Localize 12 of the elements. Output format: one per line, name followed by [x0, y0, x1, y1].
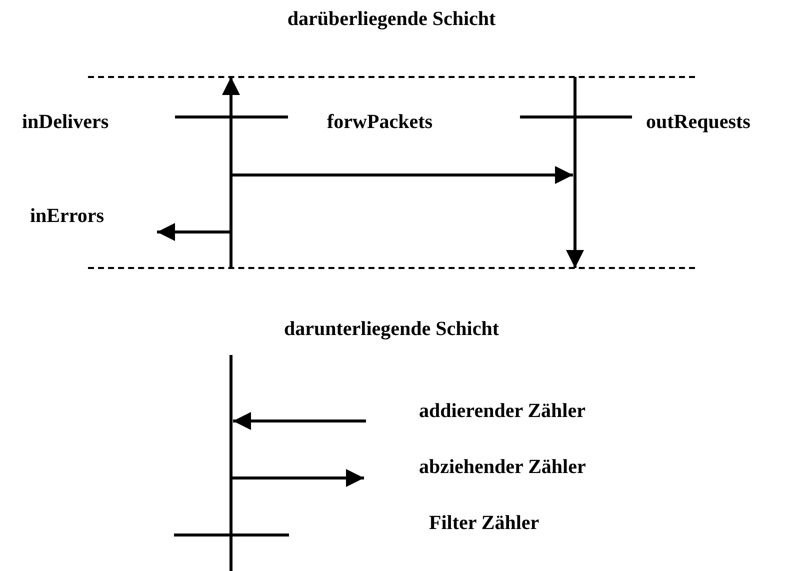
- counter-name: inErrors: [30, 204, 104, 229]
- counter-name: outRequests: [646, 110, 750, 135]
- legend-text: abziehender Zähler: [419, 455, 586, 480]
- layer-band: [88, 267, 695, 342]
- legend-text: Filter Zähler: [429, 511, 540, 536]
- arrow: [222, 77, 240, 268]
- layer-name: darunterliegende Schicht: [284, 317, 499, 342]
- counter-name: inDelivers: [22, 110, 109, 135]
- layer-name: darüberliegende Schicht: [287, 7, 496, 32]
- counter-name: forwPackets: [327, 110, 433, 135]
- legend-text: addierender Zähler: [419, 399, 586, 424]
- arrow: [566, 77, 584, 268]
